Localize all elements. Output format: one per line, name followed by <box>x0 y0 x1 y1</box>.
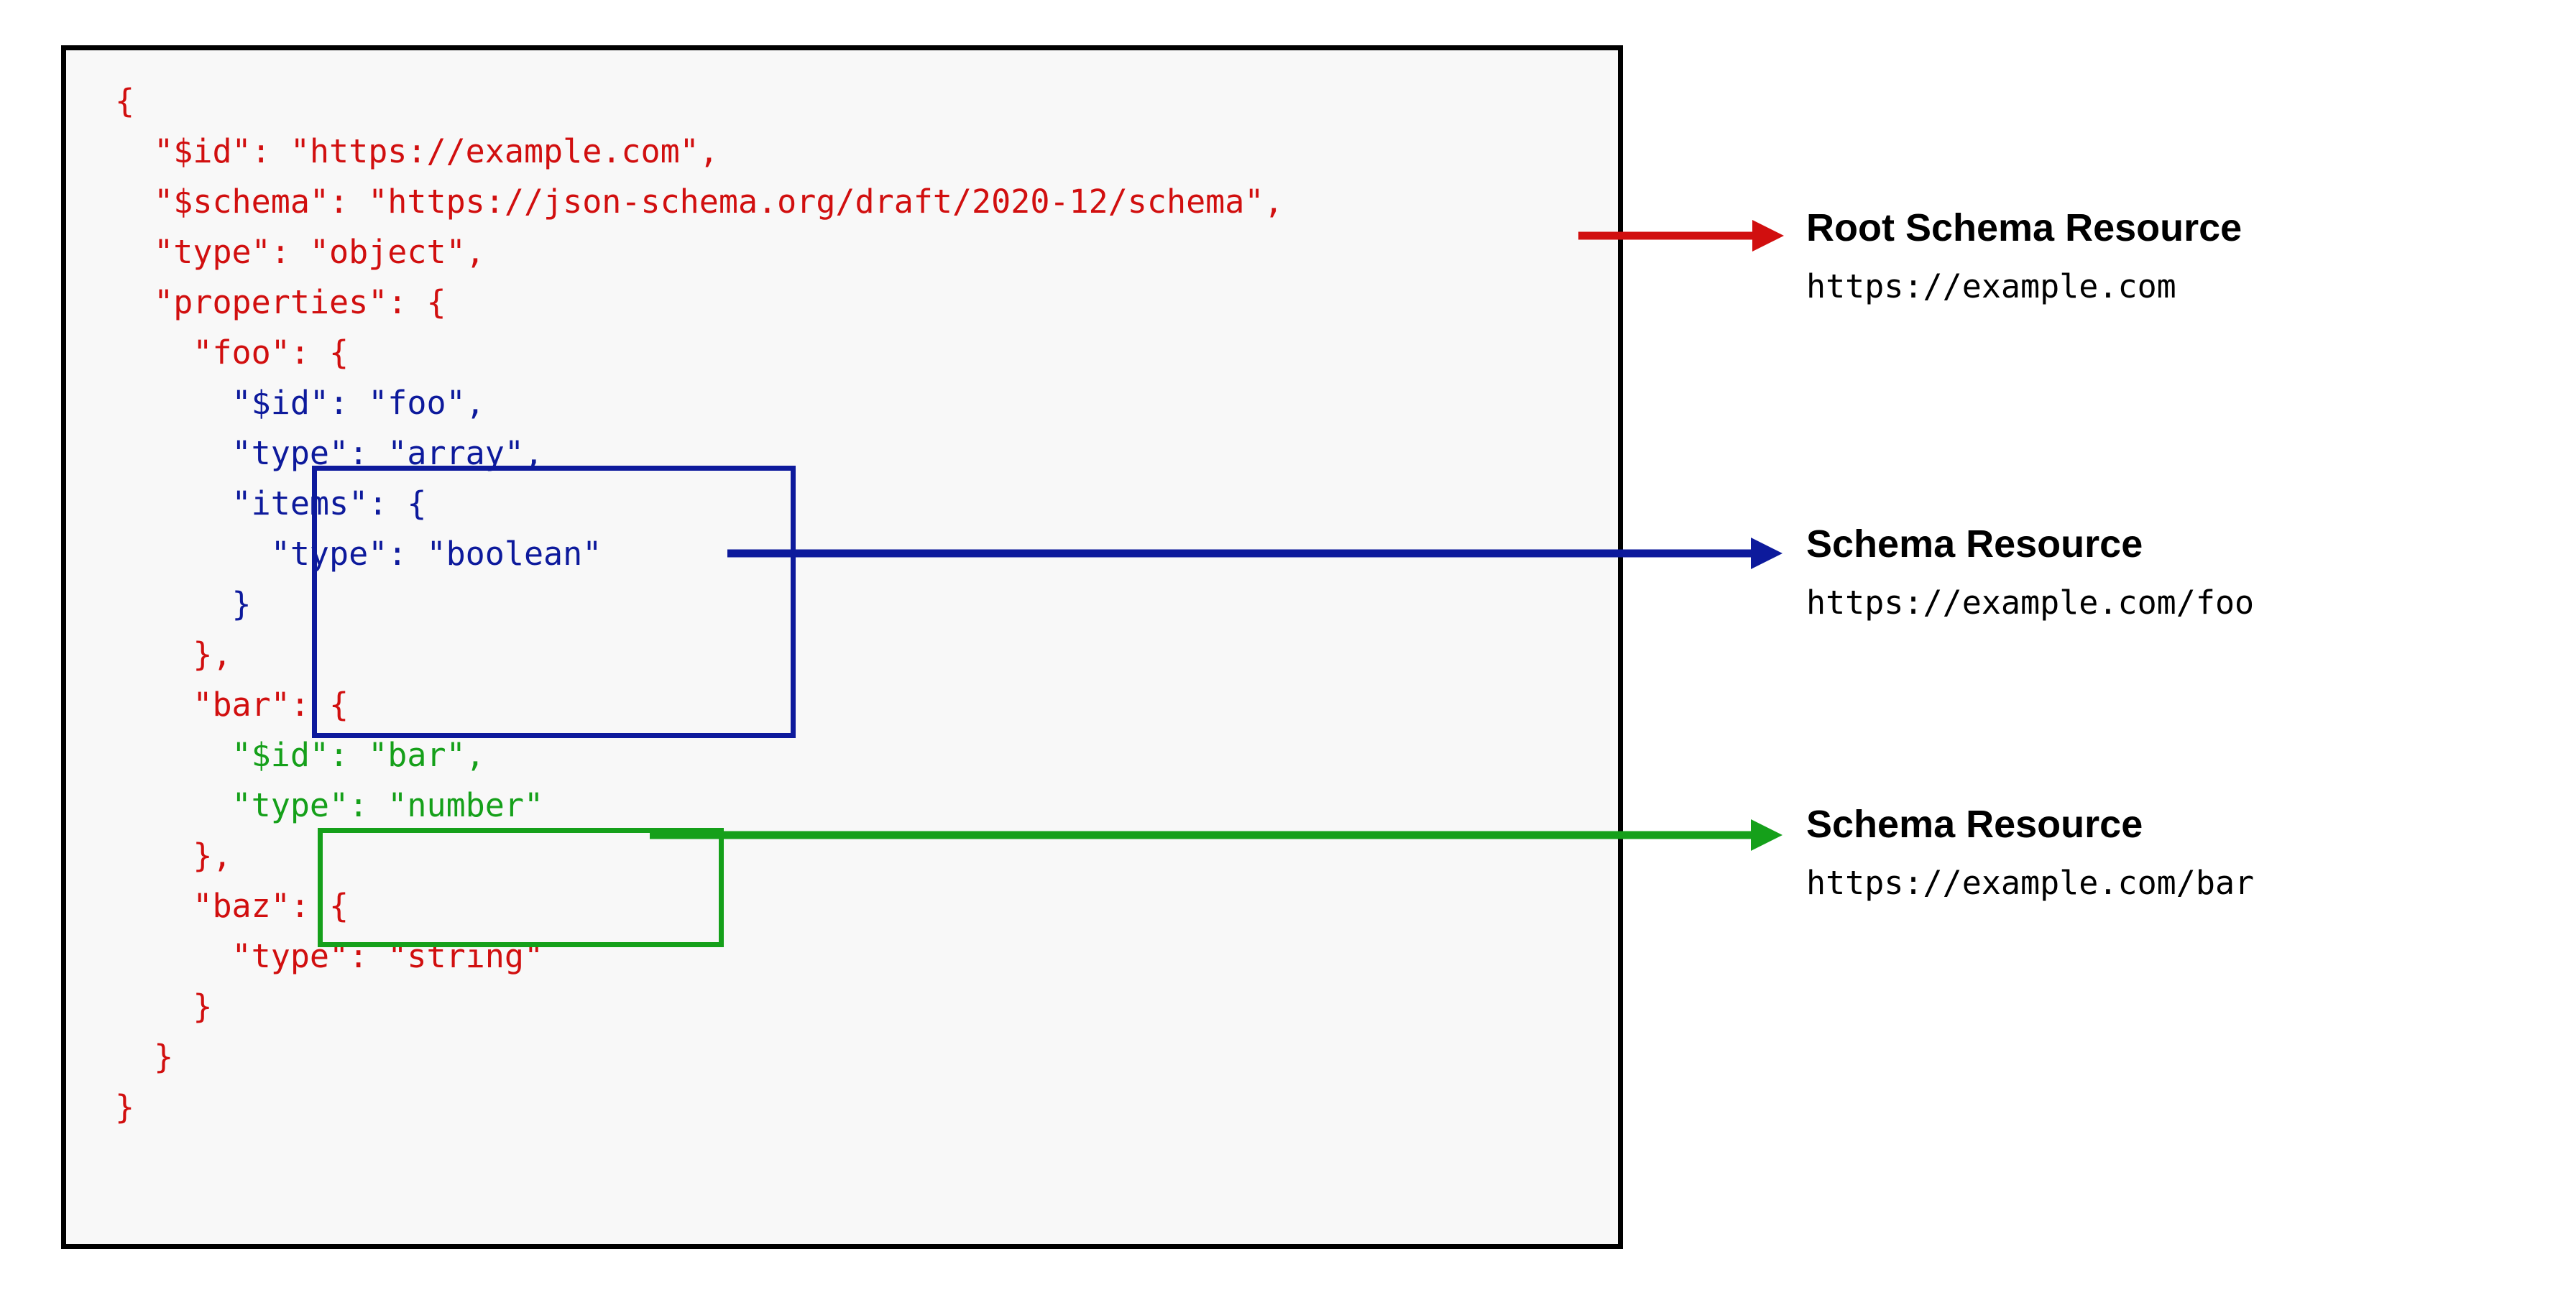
annotation-url: https://example.com/bar <box>1806 864 2255 902</box>
annotation-title: Schema Resource <box>1806 522 2143 566</box>
annotation-foo-schema-resource: Schema Resource https://example.com/foo <box>1806 521 2254 623</box>
code-line: "type": "boolean" <box>115 535 602 573</box>
code-line: "baz": { <box>115 887 349 925</box>
code-line: } <box>115 1088 135 1126</box>
code-line: }, <box>115 837 232 875</box>
annotation-root-schema-resource: Root Schema Resource https://example.com <box>1806 205 2242 307</box>
annotation-title: Schema Resource <box>1806 803 2143 846</box>
annotation-url: https://example.com <box>1806 267 2176 305</box>
code-line: "items": { <box>115 484 427 522</box>
annotation-bar-schema-resource: Schema Resource https://example.com/bar <box>1806 801 2254 903</box>
code-line: { <box>115 82 135 120</box>
json-schema-code: { "$id": "https://example.com", "$schema… <box>115 76 1284 1133</box>
foo-schema-arrow <box>727 538 1782 569</box>
bar-subschema-highlight-box <box>318 828 724 947</box>
code-line: "bar": { <box>115 686 349 724</box>
code-line: "type": "number" <box>115 786 544 824</box>
code-line: } <box>115 1038 174 1076</box>
code-line: } <box>115 987 213 1026</box>
json-schema-code-panel: { "$id": "https://example.com", "$schema… <box>61 45 1623 1249</box>
code-line: "$schema": "https://json-schema.org/draf… <box>115 183 1284 221</box>
bar-schema-arrow <box>650 819 1782 851</box>
code-line: } <box>115 585 252 623</box>
code-line: "$id": "foo", <box>115 384 485 422</box>
code-line: "foo": { <box>115 333 349 372</box>
root-schema-arrow <box>1578 220 1784 252</box>
code-line: "$id": "bar", <box>115 736 485 774</box>
code-line: "properties": { <box>115 283 446 321</box>
annotation-url: https://example.com/foo <box>1806 584 2255 622</box>
foo-subschema-highlight-box <box>312 466 796 738</box>
code-line: }, <box>115 635 232 673</box>
code-line: "type": "object", <box>115 233 485 271</box>
annotation-title: Root Schema Resource <box>1806 206 2242 249</box>
code-line: "$id": "https://example.com", <box>115 132 719 170</box>
